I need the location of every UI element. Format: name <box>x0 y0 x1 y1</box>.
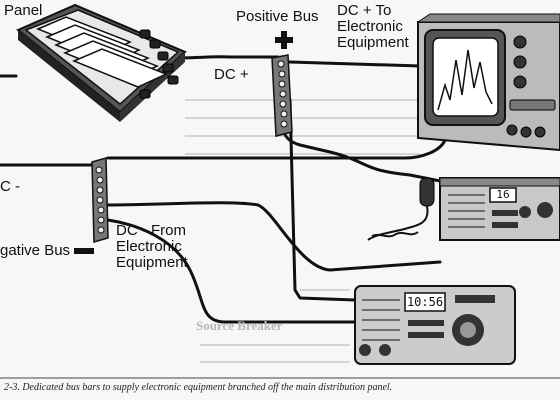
label-dc-minus-from-line1: DC - From <box>116 222 186 239</box>
distribution-panel <box>16 3 187 122</box>
microphone <box>367 177 435 241</box>
vhf-radio <box>439 177 560 241</box>
radio-channel-display: 16 <box>496 188 510 201</box>
label-positive-bus: Positive Bus <box>236 8 319 25</box>
figure-caption: 2-3. Dedicated bus bars to supply electr… <box>4 382 393 393</box>
label-negative-bus: gative Bus <box>0 242 71 259</box>
label-dc-minus-from-line2: Electronic <box>116 238 182 255</box>
label-dc-minus-from-line3: Equipment <box>116 254 188 271</box>
label-dc-plus-to-line1: DC + To <box>337 2 392 19</box>
clock-display: 10:56 <box>406 295 444 309</box>
label-panel: Panel <box>4 2 43 19</box>
positive-bus-bar <box>271 31 293 137</box>
negative-bus-bar <box>74 157 109 254</box>
minus-sign-icon <box>74 248 94 254</box>
wire-positive-bus-to-clock-radio <box>288 98 357 302</box>
wire-panel-to-positive-bus <box>178 55 280 60</box>
wire-negative-bus-top <box>106 138 447 160</box>
waveform <box>437 49 493 111</box>
clock-radio <box>354 285 516 365</box>
label-dc-minus: C - <box>0 178 20 195</box>
wire-negative-bus-to-clock-radio <box>106 218 357 324</box>
wire-positive-bus-to-display <box>288 60 422 68</box>
display-unit <box>416 13 560 152</box>
wire-negative-bus-to-radio <box>106 201 442 272</box>
label-dc-plus: DC + <box>214 66 249 83</box>
background-text-lines <box>185 99 420 363</box>
label-dc-plus-to-line3: Equipment <box>337 34 409 51</box>
label-dc-plus-to-line2: Electronic <box>337 18 403 35</box>
background-heading: Source Breaker <box>196 318 283 333</box>
